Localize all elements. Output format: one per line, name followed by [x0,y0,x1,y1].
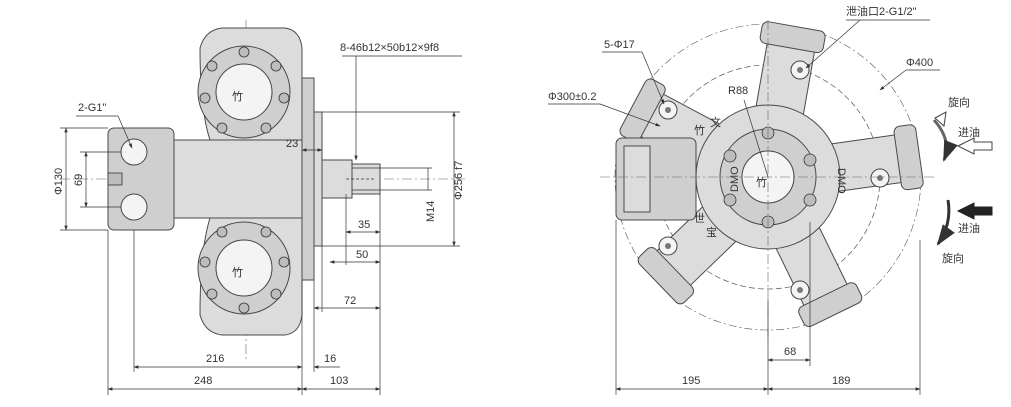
dim-23: 23 [286,138,298,150]
inlet-arrow-bottom [956,202,993,220]
mounting-flange [301,77,315,281]
dim-dia130: Φ130 [53,168,65,195]
dim-dia256: Φ256 f7 [453,161,465,200]
central-housing [164,139,303,219]
upper-cylinder: 竹 [197,27,303,141]
upper-cover-mark: 竹 [232,89,243,103]
bolt-circle-callout: Φ300±0.2 [548,91,596,103]
inlet-label-top: 进油 [958,125,980,139]
rotation-arrow-cw [936,199,955,246]
hub-bolts [723,126,817,229]
front-view: 竹 DMO 竹 文 宝 世 DMO 泄油口2-G1/2" [548,4,993,395]
dim-195: 195 [682,375,700,387]
dim-189: 189 [832,375,850,387]
dim-m14: M14 [425,201,437,222]
flange-pilot [313,111,323,247]
dim-72: 72 [344,295,356,307]
dim-35: 35 [358,219,370,231]
dim-69: 69 [73,174,85,186]
arm-mark-4: 世 [694,212,705,225]
arm-mark-3: 宝 [706,225,717,239]
rotation-arrow-ccw [932,118,958,162]
port-callout: 2-G1" [78,102,106,114]
dim-50: 50 [356,249,368,261]
lower-cylinder: 竹 [197,217,303,336]
rotation-label-top: 旋向 [948,95,970,109]
inlet-arrow-top [956,137,993,155]
mounting-holes [658,60,890,300]
dim-68: 68 [784,346,796,358]
radius-callout: R88 [728,85,748,97]
dim-248: 248 [194,375,212,387]
arm-mark-2: 文 [710,115,721,129]
hub-text: DMO [729,166,741,192]
flow-indicators: 旋向 进油 进油 旋向 [932,95,993,265]
port-block [107,127,175,231]
dim-16: 16 [324,353,336,365]
lower-cover-mark: 竹 [232,265,243,279]
inlet-label-bottom: 进油 [958,221,980,235]
arm-mark-1: 竹 [694,123,705,137]
holes-callout: 5-Φ17 [604,39,635,51]
dim-103: 103 [330,375,348,387]
outer-diameter-callout: Φ400 [906,57,933,69]
arm-mark-5: DMO [835,168,847,194]
drain-port-callout: 泄油口2-G1/2" [846,4,917,18]
side-view: 竹 竹 [53,20,465,395]
rotation-label-bottom: 旋向 [942,251,964,265]
hub-mark: 竹 [756,175,767,189]
dim-216: 216 [206,353,224,365]
output-shaft [321,159,381,199]
spline-callout: 8-46b12×50b12×9f8 [340,42,439,54]
